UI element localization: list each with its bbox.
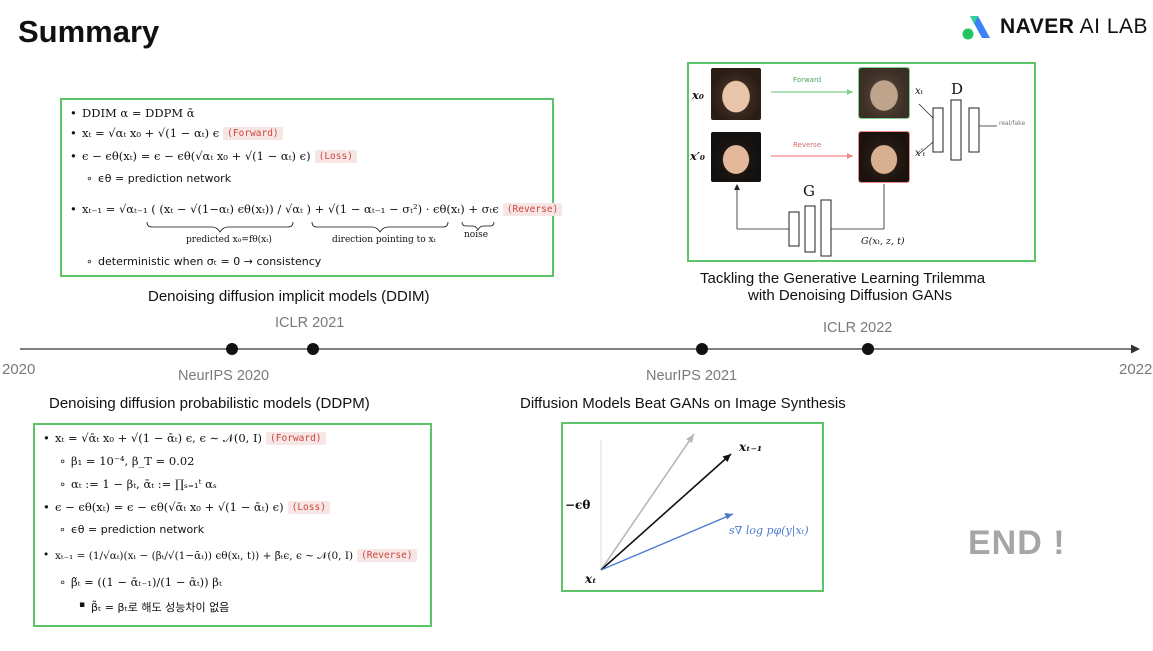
ddpm-loss-line: ϵ − ϵθ(xₜ) = ϵ − ϵθ(√ᾱₜ x₀ + √(1 − ᾱₜ) ϵ…	[43, 500, 330, 514]
ddim-underbraces	[146, 221, 495, 233]
venue-neurips-2020: NeurIPS 2020	[178, 368, 270, 384]
ddim-loss-line: ϵ − ϵθ(xₜ) = ϵ − ϵθ(√αₜ x₀ + √(1 − αₜ) ϵ…	[70, 149, 357, 163]
ddgan-paper-title-1: Tackling the Generative Learning Trilemm…	[700, 270, 986, 287]
year-start: 2020	[2, 361, 36, 378]
guided-figure-box: −ϵθ xₜ₋₁ s∇ log pφ(y|xₜ) xₜ	[561, 422, 824, 592]
timeline-dot-ddpm	[226, 343, 238, 355]
ddpm-beta-schedule: β₁ = 10⁻⁴, β_T = 0.02	[59, 454, 194, 468]
ddgan-xprime0: x′₀	[690, 149, 705, 163]
ddgan-x0: x₀	[692, 88, 704, 102]
ddgan-forward-label: Forward	[793, 76, 822, 84]
reverse-tag: (Reverse)	[357, 549, 417, 562]
ddim-prediction-network: ϵθ = prediction network	[86, 172, 231, 185]
ddim-forward-line: xₜ = √αₜ x₀ + √(1 − αₜ) ϵ(Forward)	[70, 126, 283, 140]
timeline-dot-ddim	[307, 343, 319, 355]
guided-gradient: s∇ log pφ(y|xₜ)	[729, 524, 809, 537]
brand-text: NAVER AI LAB	[1000, 15, 1149, 38]
ddpm-reverse-line: xₜ₋₁ = (1/√αₜ)(xₜ − (βₜ/√(1−ᾱₜ)) ϵθ(xₜ, …	[43, 549, 417, 563]
ddim-line-1: DDIM α = DDPM ᾱ	[70, 106, 194, 120]
venue-neurips-2021: NeurIPS 2021	[646, 368, 738, 384]
ddgan-xprimet-label: x′ₜ	[915, 148, 926, 159]
ddgan-figure-box: x₀ x′₀ Forward Reverse xₜ x′ₜ D real/fak…	[687, 62, 1036, 262]
end-label: END !	[968, 524, 1066, 562]
ddgan-d-label: D	[951, 80, 964, 98]
face-image-xprimet	[858, 131, 910, 183]
year-end: 2022	[1119, 361, 1153, 378]
ddim-under-direction: direction pointing to xₜ	[332, 235, 436, 245]
ddpm-korean-note: β̃ₜ = βₜ로 해도 성능차이 없음	[79, 599, 229, 615]
venue-iclr-2022: ICLR 2022	[823, 320, 893, 336]
timeline-dot-guided	[696, 343, 708, 355]
naver-logo-icon	[962, 16, 990, 40]
timeline-dot-ddgan	[862, 343, 874, 355]
slide-title: Summary	[18, 14, 160, 49]
ddpm-paper-title: Denoising diffusion probabilistic models…	[49, 395, 370, 412]
loss-tag: (Loss)	[314, 150, 357, 163]
ddpm-forward-line: xₜ = √ᾱₜ x₀ + √(1 − ᾱₜ) ϵ, ϵ ∼ 𝒩(0, I)(F…	[43, 431, 326, 446]
guided-vector-diagram	[600, 433, 734, 571]
ddpm-equation-box: xₜ = √ᾱₜ x₀ + √(1 − ᾱₜ) ϵ, ϵ ∼ 𝒩(0, I)(F…	[33, 423, 432, 627]
guided-paper-title: Diffusion Models Beat GANs on Image Synt…	[520, 395, 846, 412]
ddim-equation-box: DDIM α = DDPM ᾱ xₜ = √αₜ x₀ + √(1 − αₜ) …	[60, 98, 563, 277]
timeline-axis	[20, 344, 1140, 354]
ddgan-gfunc-label: G(xₜ, z, t)	[861, 236, 905, 247]
ddgan-g-label: G	[803, 182, 815, 200]
venue-iclr-2021: ICLR 2021	[275, 315, 345, 331]
ddim-reverse-line: xₜ₋₁ = √αₜ₋₁ ( (xₜ − √(1−αₜ) ϵθ(xₜ)) / √…	[70, 202, 563, 216]
guided-xt: xₜ	[585, 572, 597, 586]
guided-neg-eps: −ϵθ	[565, 498, 591, 512]
ddgan-paper-title-2: with Denoising Diffusion GANs	[748, 287, 952, 304]
ddpm-beta-tilde: β̃ₜ = ((1 − ᾱₜ₋₁)/(1 − ᾱₜ)) βₜ	[59, 575, 222, 589]
face-image-xprime0	[711, 132, 761, 182]
forward-tag: (Forward)	[223, 127, 283, 140]
ddgan-reverse-label: Reverse	[793, 141, 822, 149]
ddim-under-noise: noise	[464, 230, 489, 240]
naver-ai-lab-logo: NAVER AI LAB	[962, 12, 1148, 42]
face-image-xt	[858, 67, 910, 119]
ddgan-xt-label: xₜ	[915, 86, 924, 97]
loss-tag: (Loss)	[287, 501, 330, 514]
reverse-tag: (Reverse)	[502, 203, 563, 216]
ddim-deterministic: deterministic when σₜ = 0 → consistency	[86, 255, 321, 268]
ddim-paper-title: Denoising diffusion implicit models (DDI…	[148, 288, 430, 305]
ddpm-alpha-def: αₜ := 1 − βₜ, ᾱₜ := ∏ₛ₌₁ᵗ αₛ	[59, 477, 217, 491]
guided-xt1: xₜ₋₁	[739, 440, 763, 454]
ddgan-diagram	[734, 89, 997, 257]
ddpm-prediction-network: ϵθ = prediction network	[59, 523, 204, 536]
ddim-under-predicted: predicted x₀=fθ(xₜ)	[186, 235, 272, 245]
forward-tag: (Forward)	[266, 432, 326, 445]
ddgan-realfake-label: real/fake	[999, 120, 1026, 127]
face-image-x0	[711, 68, 761, 120]
